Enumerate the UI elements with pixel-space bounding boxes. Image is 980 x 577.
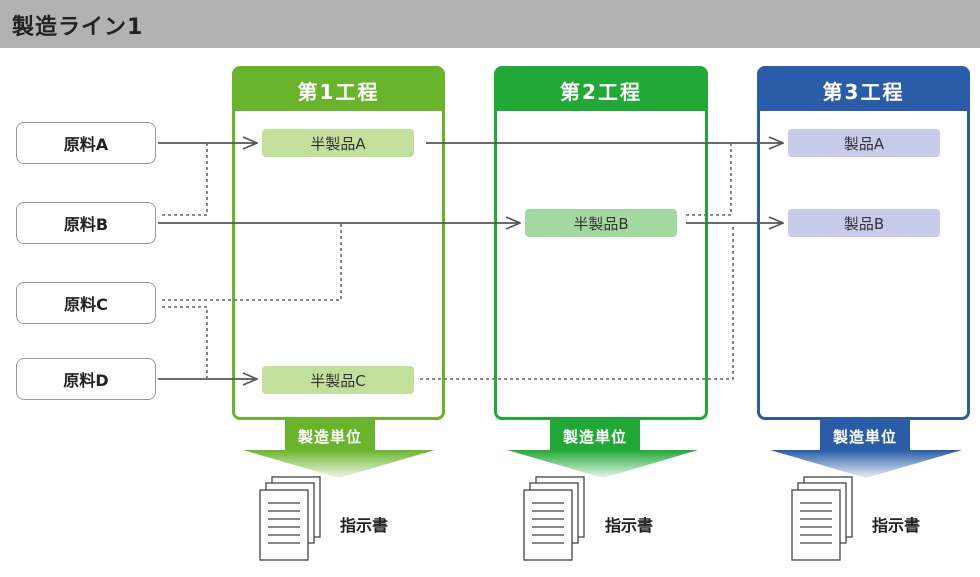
product-b-box: 製品B [788, 209, 940, 237]
document-stack-icon-2 [523, 476, 585, 561]
material-b-box: 原料B [16, 202, 156, 244]
process-2-box: 第2工程 [494, 66, 708, 420]
process-3-box: 第3工程 [757, 66, 970, 420]
process-3-title: 第3工程 [760, 69, 967, 111]
dotted-material-c-to-b [162, 223, 342, 301]
document-stack-icon-1 [259, 476, 321, 561]
intermediate-c-box: 半製品C [262, 366, 414, 394]
material-d-box: 原料D [16, 358, 156, 400]
intermediate-b-label: 半製品B [573, 214, 629, 233]
material-d-label: 原料D [63, 371, 109, 390]
manufacturing-unit-label-1: 製造単位 [297, 428, 362, 446]
intermediate-b-box: 半製品B [525, 209, 677, 237]
dotted-material-c-to-d [162, 306, 208, 379]
unit-tab-2 [550, 420, 640, 450]
process-1-title: 第1工程 [235, 69, 442, 111]
manufacturing-unit-label-2: 製造単位 [562, 428, 627, 446]
intermediate-a-box: 半製品A [262, 129, 414, 157]
product-a-label: 製品A [843, 134, 885, 153]
material-c-box: 原料C [16, 282, 156, 324]
document-stack-icon-3 [791, 476, 853, 561]
instruction-label-1: 指示書 [340, 516, 389, 535]
instruction-label-2: 指示書 [605, 516, 654, 535]
dotted-material-b-to-a [162, 143, 208, 216]
product-b-label: 製品B [843, 214, 885, 233]
dotted-intermediate-c-to-b [420, 223, 734, 380]
page-title: 製造ライン1 [12, 15, 144, 40]
manufacturing-unit-label-3: 製造単位 [832, 428, 897, 446]
intermediate-a-label: 半製品A [310, 134, 366, 153]
unit-tab-1 [285, 420, 375, 450]
process-1-box: 第1工程 [232, 66, 445, 420]
process-2-title: 第2工程 [497, 69, 705, 111]
material-c-label: 原料C [64, 295, 108, 314]
product-a-box: 製品A [788, 129, 940, 157]
material-b-label: 原料B [63, 215, 109, 234]
unit-tab-3 [820, 420, 910, 450]
material-a-box: 原料A [16, 122, 156, 164]
funnel-2 [507, 450, 698, 478]
header-bar: 製造ライン1 [0, 0, 980, 48]
dotted-intermediate-b-to-a [686, 143, 732, 216]
funnel-1 [243, 450, 435, 478]
instruction-label-3: 指示書 [872, 516, 921, 535]
intermediate-c-label: 半製品C [310, 371, 366, 390]
funnel-3 [770, 450, 962, 478]
material-a-label: 原料A [63, 135, 109, 154]
